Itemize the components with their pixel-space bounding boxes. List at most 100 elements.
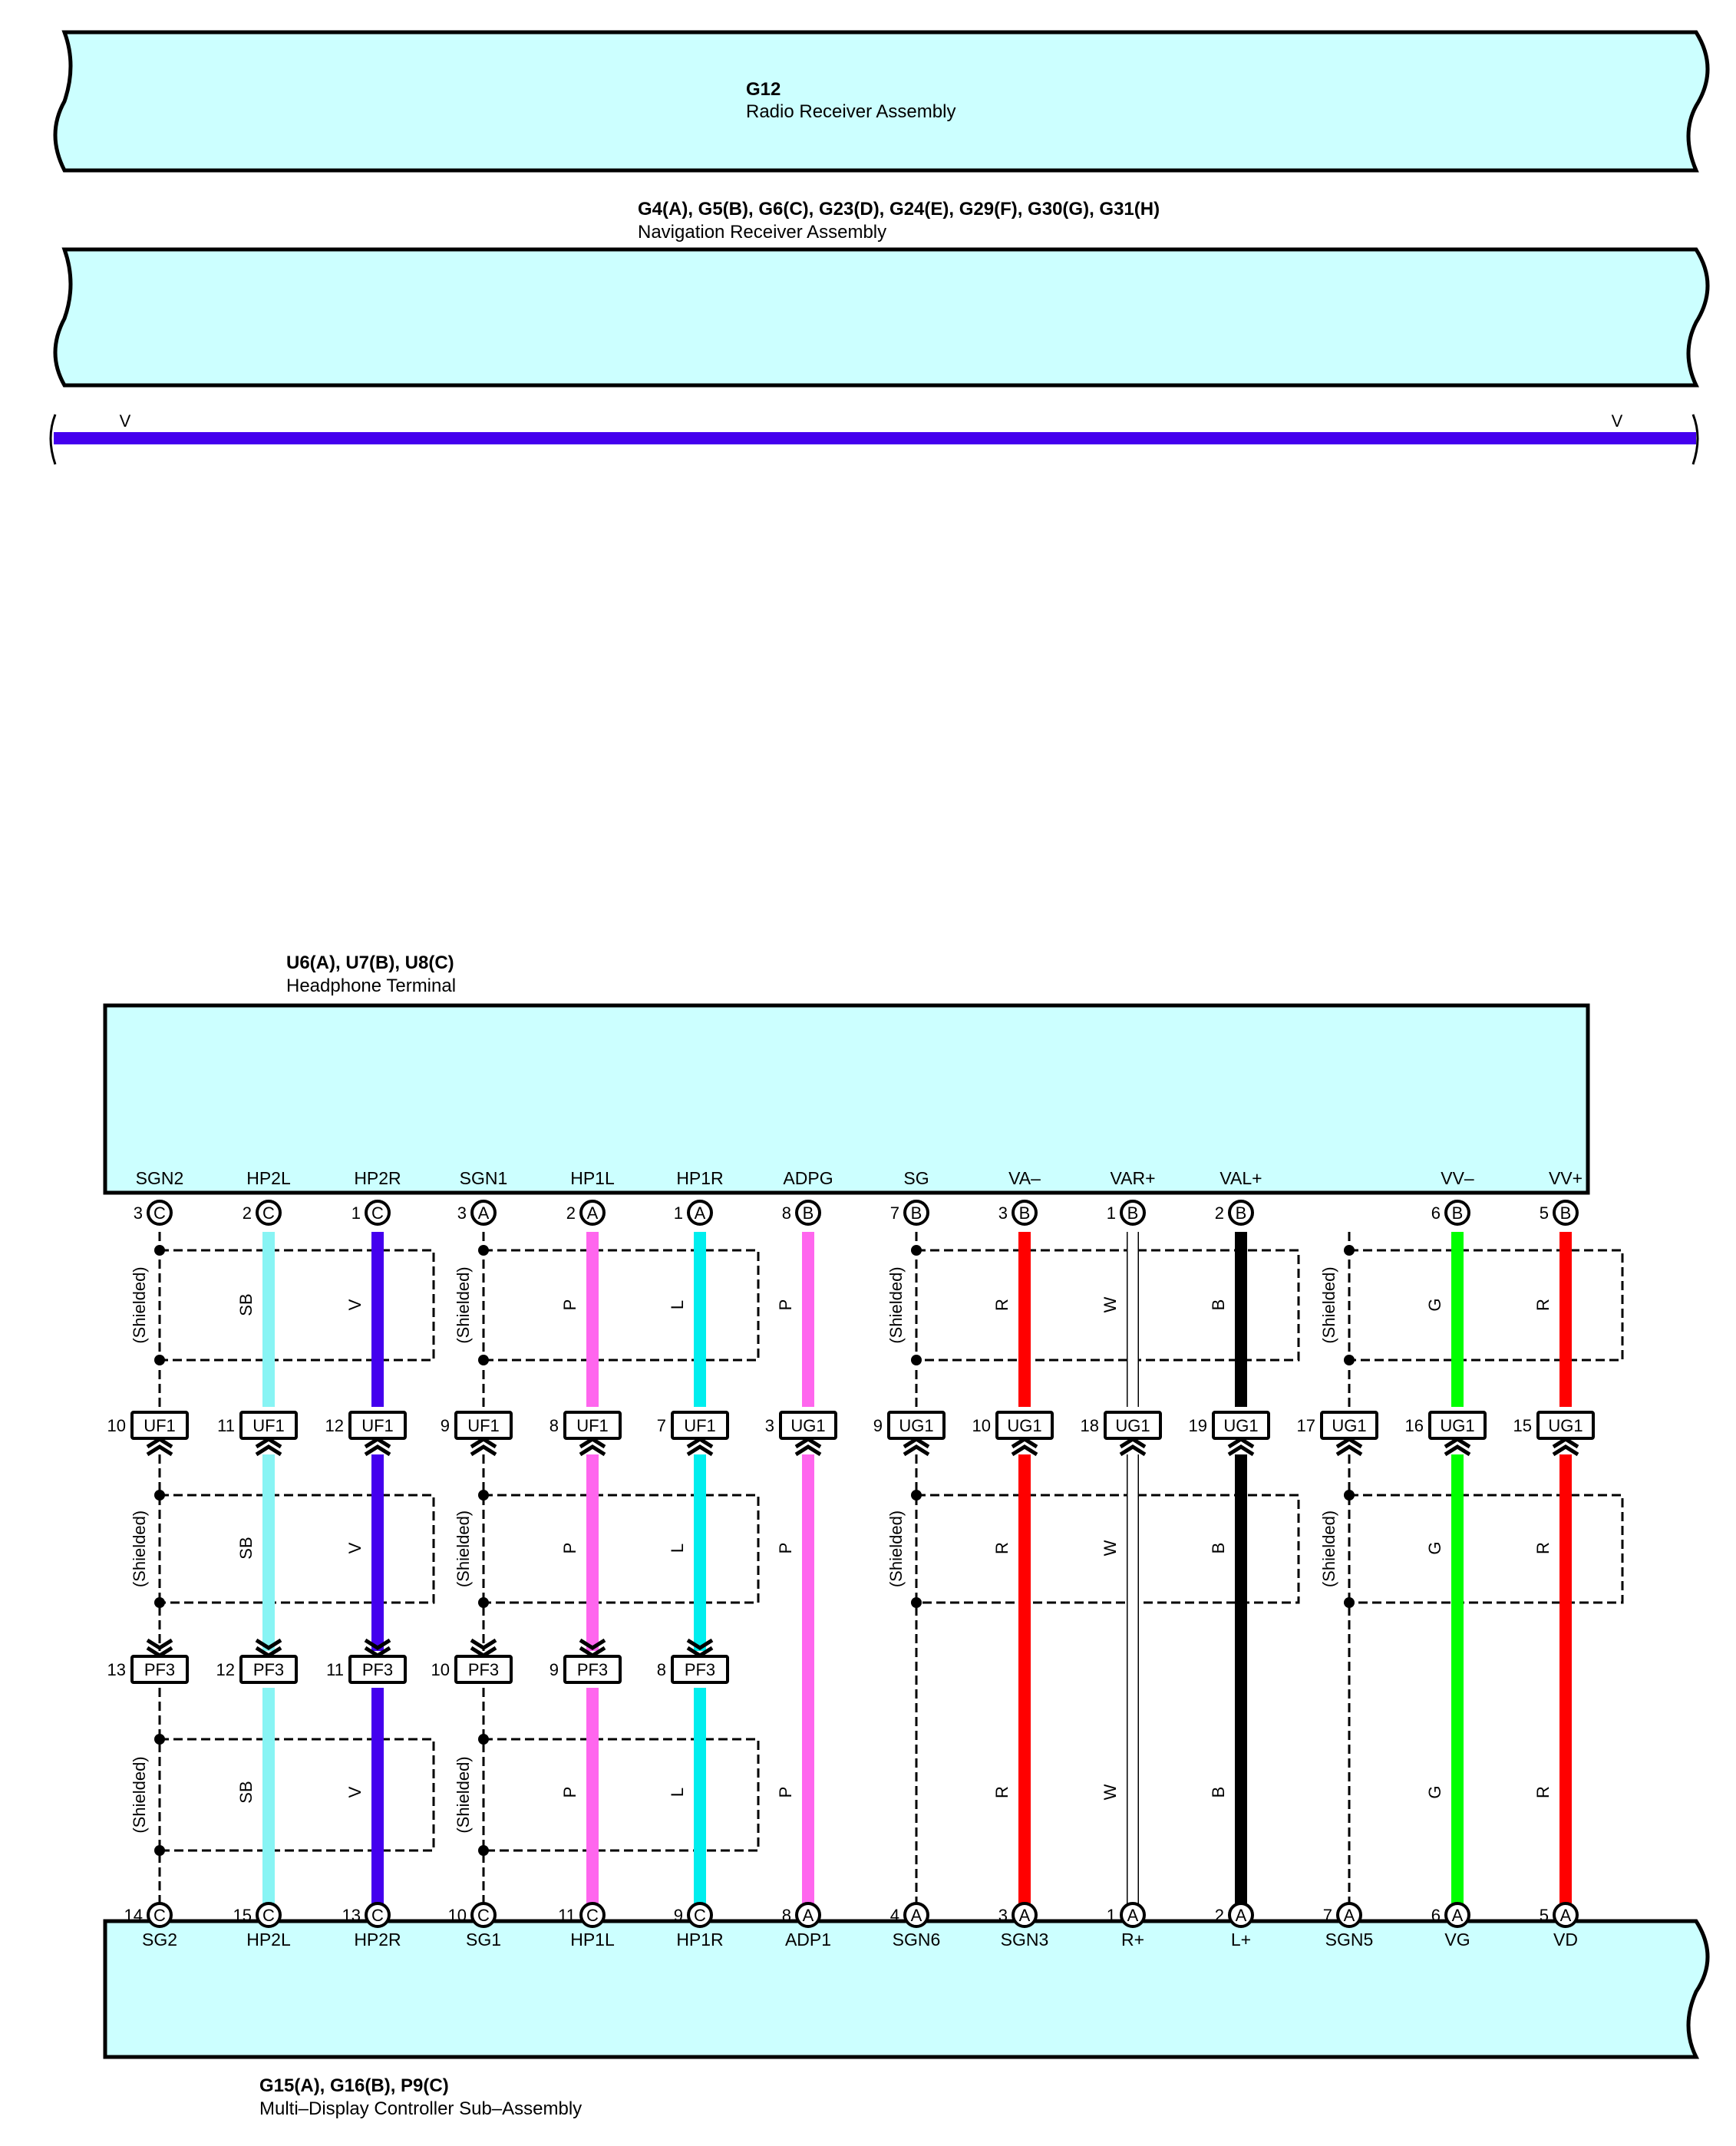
connector-pin-circle	[147, 1902, 173, 1928]
terminal-pin-top: 2	[1215, 1203, 1224, 1223]
terminal-name-top: VAL+	[1219, 1168, 1262, 1188]
inline-connector-box	[454, 1411, 513, 1440]
inline-connector-name: UG1	[1440, 1416, 1474, 1435]
terminal-pin-bottom: 10	[448, 1906, 467, 1925]
connector-letter: A	[803, 1906, 814, 1925]
wire-color-label: L	[668, 1788, 687, 1797]
wire-color-label: P	[560, 1787, 579, 1798]
terminal-pin-bottom: 8	[782, 1906, 791, 1925]
terminal-pin-top: 5	[1540, 1203, 1549, 1223]
terminal-pin-top: 2	[566, 1203, 576, 1223]
connector-letter: B	[803, 1203, 814, 1223]
shield-label: (Shielded)	[886, 1510, 906, 1587]
wire-color-label: L	[668, 1300, 687, 1309]
inline-connector-box	[1320, 1411, 1378, 1440]
radio-receiver-box	[53, 30, 1710, 173]
inline-connector-name: PF3	[253, 1660, 284, 1679]
inline-connector-box	[887, 1411, 946, 1440]
terminal-name-top: HP2L	[246, 1168, 291, 1188]
terminal-pin-top: 6	[1431, 1203, 1441, 1223]
inline-connector-pin: 15	[1513, 1416, 1532, 1435]
terminal-pin-top: 3	[457, 1203, 467, 1223]
terminal-name-bottom: VD	[1553, 1930, 1578, 1950]
inline-connector-name: PF3	[577, 1660, 608, 1679]
terminal-name-bottom: SG1	[466, 1930, 501, 1950]
inline-connector-pin: 9	[873, 1416, 883, 1435]
radio-receiver-code: G12	[746, 79, 781, 100]
chevron-up-icon	[794, 1444, 822, 1457]
connector-letter: A	[1344, 1906, 1355, 1925]
terminal-pin-bottom: 9	[674, 1906, 683, 1925]
connector-letter: C	[371, 1203, 384, 1223]
wire-color-label: R	[1533, 1786, 1553, 1798]
shield-box	[160, 1249, 435, 1362]
inline-connector-box	[671, 1655, 729, 1684]
inline-connector-name: UF1	[252, 1416, 285, 1435]
inline-connector-pin: 8	[550, 1416, 559, 1435]
terminal-name-bottom: SGN6	[893, 1930, 941, 1950]
connector-letter: A	[695, 1203, 706, 1223]
multi-display-controller-box	[103, 1919, 1710, 2059]
shield-junction-dot	[911, 1597, 922, 1608]
inline-connector-pin: 12	[325, 1416, 344, 1435]
connector-pin-circle	[1120, 1200, 1146, 1226]
inline-connector-pin: 11	[326, 1660, 344, 1679]
inline-connector-box	[563, 1411, 622, 1440]
wire-color-label: W	[1101, 1784, 1120, 1800]
shield-box	[484, 1494, 760, 1604]
connector-pin-circle	[687, 1902, 713, 1928]
connector-letter: C	[586, 1906, 599, 1925]
connector-letter: C	[262, 1203, 275, 1223]
terminal-name-bottom: VG	[1444, 1930, 1470, 1950]
inline-connector-box	[671, 1411, 729, 1440]
terminal-pin-bottom: 14	[124, 1906, 143, 1925]
terminal-name-top: ADPG	[783, 1168, 833, 1188]
inline-connector-name: UF1	[684, 1416, 716, 1435]
terminal-pin-bottom: 5	[1540, 1906, 1549, 1925]
terminal-name-top: VAR+	[1110, 1168, 1155, 1188]
terminal-pin-top: 8	[782, 1203, 791, 1223]
connector-letter: A	[587, 1203, 599, 1223]
inline-connector-pin: 10	[107, 1416, 126, 1435]
chevron-down-icon	[146, 1638, 173, 1650]
connector-letter: A	[1019, 1906, 1031, 1925]
wire-color-label: B	[1209, 1787, 1228, 1798]
inline-connector-box	[1428, 1411, 1487, 1440]
wire-color-label: W	[1101, 1540, 1120, 1556]
connector-letter: B	[1452, 1203, 1464, 1223]
terminal-name-bottom: HP2L	[246, 1930, 291, 1950]
inline-connector-name: PF3	[144, 1660, 175, 1679]
shield-box	[484, 1249, 760, 1362]
navigation-receiver-box	[53, 247, 1710, 388]
chevron-up-icon	[1119, 1444, 1147, 1457]
terminal-pin-bottom: 7	[1323, 1906, 1332, 1925]
connector-letter: C	[153, 1906, 166, 1925]
shield-label: (Shielded)	[130, 1266, 149, 1343]
inline-connector-name: UG1	[1548, 1416, 1583, 1435]
chevron-down-icon	[579, 1638, 606, 1650]
wire-color-label: R	[1533, 1299, 1553, 1311]
terminal-pin-top: 2	[243, 1203, 252, 1223]
chevron-up-icon	[903, 1444, 930, 1457]
inline-connector-name: UF1	[144, 1416, 176, 1435]
shield-junction-dot	[478, 1490, 489, 1501]
inline-connector-pin: 19	[1189, 1416, 1207, 1435]
inline-connector-pin: 16	[1405, 1416, 1424, 1435]
inline-connector-name: UG1	[1223, 1416, 1258, 1435]
inline-connector-box	[239, 1411, 298, 1440]
connector-pin-circle	[470, 1902, 497, 1928]
wire-color-label: SB	[236, 1537, 256, 1559]
inline-connector-pin: 10	[972, 1416, 991, 1435]
inline-connector-box	[130, 1411, 189, 1440]
terminal-pin-bottom: 3	[998, 1906, 1008, 1925]
inline-connector-pin: 3	[765, 1416, 774, 1435]
connector-pin-circle	[1228, 1200, 1254, 1226]
shield-junction-dot	[1344, 1490, 1355, 1501]
shield-label: (Shielded)	[454, 1756, 473, 1833]
terminal-name-top: VA–	[1008, 1168, 1041, 1188]
connector-pin-circle	[365, 1200, 391, 1226]
connector-letter: B	[1127, 1203, 1139, 1223]
connector-letter: B	[1236, 1203, 1247, 1223]
inline-connector-box	[779, 1411, 837, 1440]
